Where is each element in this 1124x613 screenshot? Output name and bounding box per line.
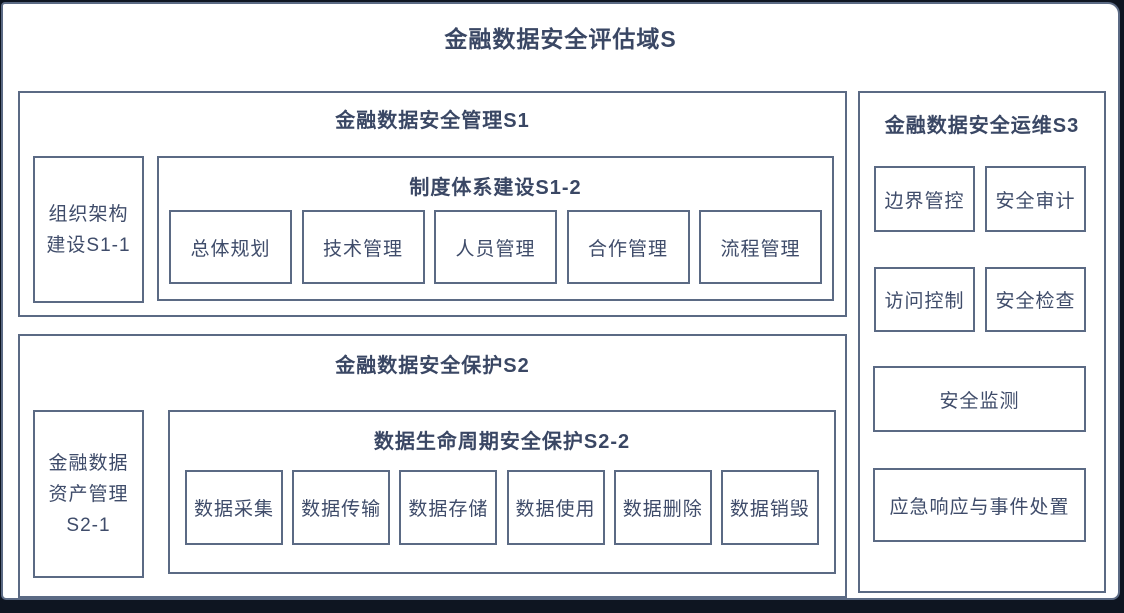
s1-2-items-row: 总体规划 技术管理 人员管理 合作管理 流程管理 [169,210,822,284]
box-security-audit: 安全审计 [985,166,1086,232]
box-s2-1-label-line2: 资产管理 [48,483,129,505]
panel-security-operations-s3: 金融数据安全运维S3 边界管控 安全审计 访问控制 安全检查 安全监测 应急响应… [858,91,1106,593]
box-process-management: 流程管理 [699,210,822,284]
box-personnel-management: 人员管理 [434,210,557,284]
box-data-usage: 数据使用 [506,470,605,545]
box-data-collection: 数据采集 [185,470,283,545]
box-overall-planning: 总体规划 [169,210,292,284]
box-data-destruction: 数据销毁 [720,470,819,545]
box-s2-1-label-line3: S2-1 [66,514,111,536]
box-security-inspection: 安全检查 [985,267,1086,332]
box-data-asset-management-s2-1: 金融数据 资产管理 S2-1 [33,410,144,578]
panel-s2-title: 金融数据安全保护S2 [335,355,530,377]
box-data-deletion: 数据删除 [613,470,712,545]
box-s1-1-label-line2: 建设S1-1 [46,234,131,256]
box-organization-structure-s1-1: 组织架构 建设S1-1 [33,156,144,303]
panel-s1-title: 金融数据安全管理S1 [335,110,530,132]
subpanel-data-lifecycle-protection-s2-2: 数据生命周期安全保护S2-2 数据采集 数据传输 数据存储 数据使用 数据删除 … [168,410,836,574]
subpanel-s2-2-title: 数据生命周期安全保护S2-2 [373,431,631,453]
box-emergency-response-incident-handling: 应急响应与事件处置 [873,468,1086,542]
s2-2-items-row: 数据采集 数据传输 数据存储 数据使用 数据删除 数据销毁 [185,470,819,545]
subpanel-s1-2-title: 制度体系建设S1-2 [409,177,582,199]
box-s2-1-label-line1: 金融数据 [48,452,129,474]
box-data-storage: 数据存储 [399,470,498,545]
box-boundary-control: 边界管控 [874,166,975,232]
assessment-domain-frame: 金融数据安全评估域S 金融数据安全管理S1 组织架构 建设S1-1 制度体系建设… [1,2,1120,600]
box-access-control: 访问控制 [874,267,975,332]
panel-security-management-s1: 金融数据安全管理S1 组织架构 建设S1-1 制度体系建设S1-2 总体规划 技… [18,91,847,317]
box-technology-management: 技术管理 [301,210,425,284]
box-data-transmission: 数据传输 [292,470,391,545]
box-security-monitoring: 安全监测 [873,366,1086,432]
box-s1-1-label-line1: 组织架构 [48,203,129,225]
s3-grid-row-1: 边界管控 安全审计 [874,166,1086,232]
diagram-title: 金融数据安全评估域S [444,26,677,52]
panel-security-protection-s2: 金融数据安全保护S2 金融数据 资产管理 S2-1 数据生命周期安全保护S2-2… [18,334,847,598]
panel-s3-title: 金融数据安全运维S3 [884,115,1080,137]
box-cooperation-management: 合作管理 [566,210,690,284]
s3-grid-row-2: 访问控制 安全检查 [874,267,1086,332]
subpanel-institution-system-s1-2: 制度体系建设S1-2 总体规划 技术管理 人员管理 合作管理 流程管理 [157,156,834,301]
